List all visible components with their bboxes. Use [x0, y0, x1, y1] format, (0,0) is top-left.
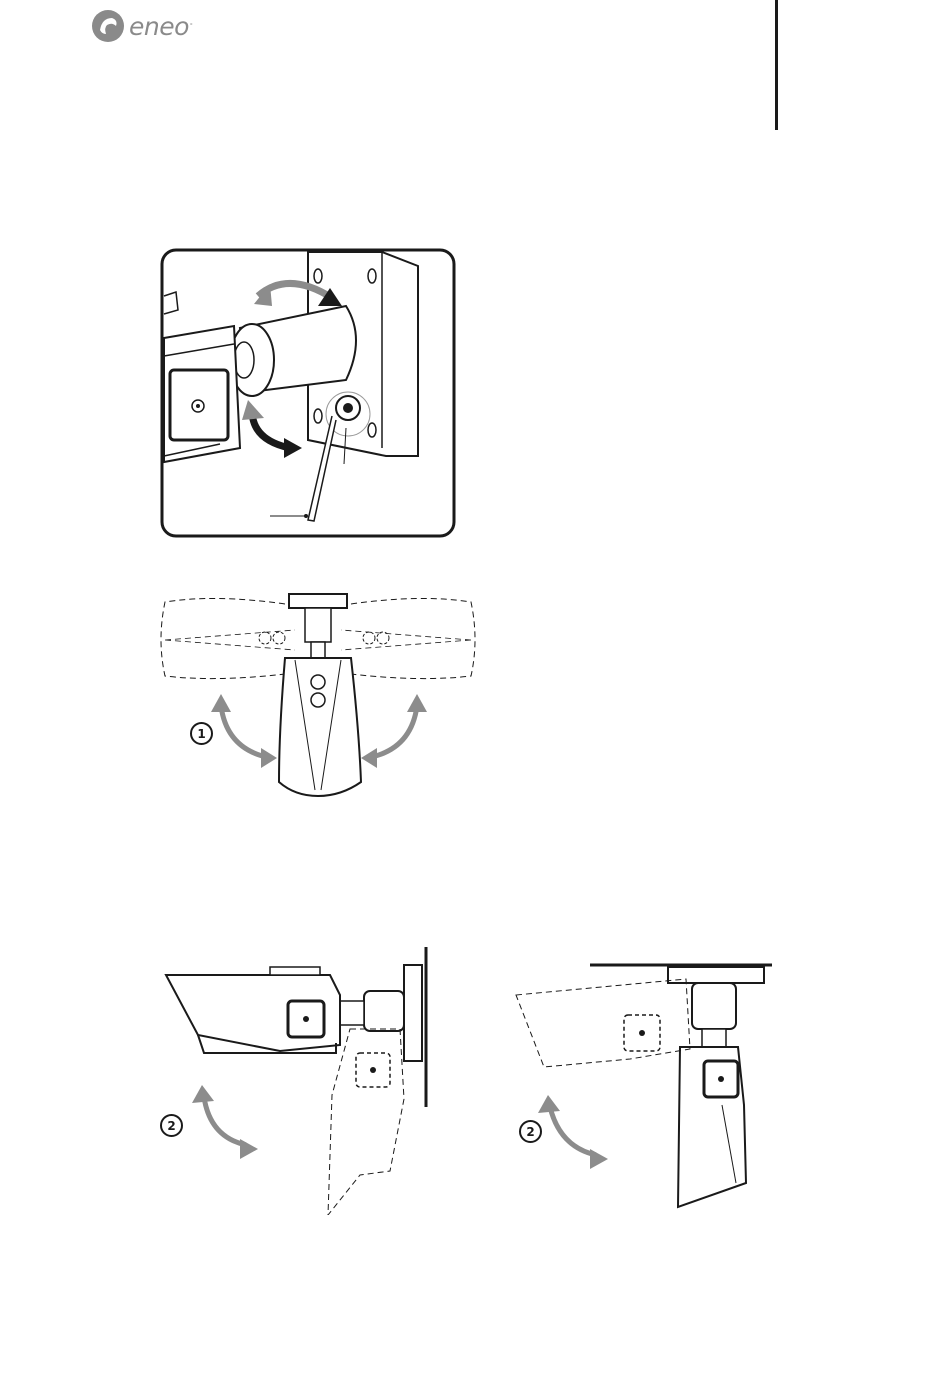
pan-top-view-figure [155, 590, 480, 800]
eneo-logo-icon [90, 8, 126, 44]
page-edge-line [775, 0, 778, 130]
tilt-wall-mount-figure [160, 945, 435, 1215]
tilt-ceiling-mount-figure [510, 955, 780, 1225]
step-badge-2-wall: 2 [160, 1114, 183, 1137]
step-badge-1: 1 [190, 722, 213, 745]
logo-registered-mark: ° [190, 23, 193, 30]
step-badge-2-ceiling: 2 [519, 1120, 542, 1143]
logo-wordmark: eneo [129, 12, 189, 41]
eneo-logo: eneo ° [90, 4, 193, 48]
bracket-detail-figure [160, 248, 456, 538]
